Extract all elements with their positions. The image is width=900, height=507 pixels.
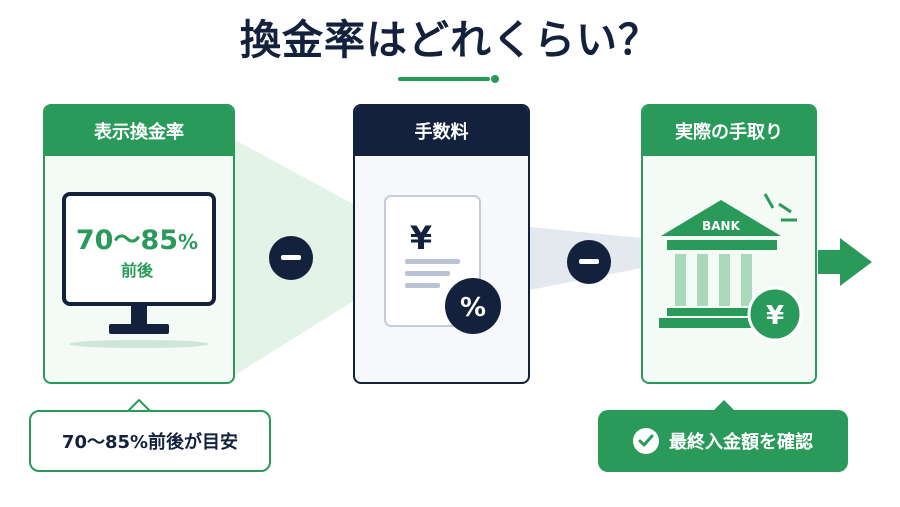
title-underline	[398, 77, 490, 81]
check-icon	[633, 428, 659, 454]
callout-final-amount-text: 最終入金額を確認	[669, 432, 813, 453]
fee-percent-text: %	[460, 293, 486, 323]
display-rate-sub: 前後	[120, 261, 153, 280]
percent-badge-icon: %	[445, 278, 501, 334]
callout-right-notch	[712, 400, 736, 412]
coin-yen-text: ¥	[766, 301, 784, 331]
display-rate-unit: %	[178, 230, 199, 254]
title-dot	[491, 75, 499, 83]
card-actual-take-header: 実際の手取り	[643, 106, 815, 156]
fee-yen-text: ¥	[410, 219, 432, 257]
callout-display-rate: 70〜85%前後が目安	[29, 410, 271, 472]
monitor-icon	[62, 192, 216, 348]
bank-label: BANK	[702, 219, 740, 233]
bank-icon: BANK ¥	[659, 193, 803, 342]
receipt-icon: ¥ %	[384, 195, 501, 334]
minus-icon	[567, 240, 611, 284]
display-rate-number: 70〜85	[75, 225, 179, 256]
arrow-right-icon	[818, 238, 872, 286]
card-display-rate-header: 表示換金率	[45, 106, 233, 156]
page-title: 換金率はどれくらい？	[240, 16, 660, 64]
display-rate-value: 70〜85%	[66, 218, 208, 257]
minus-icon	[269, 236, 313, 280]
card-fee-header: 手数料	[355, 106, 528, 156]
callout-final-amount: 最終入金額を確認	[598, 410, 848, 472]
yen-coin-icon: ¥	[747, 286, 803, 342]
